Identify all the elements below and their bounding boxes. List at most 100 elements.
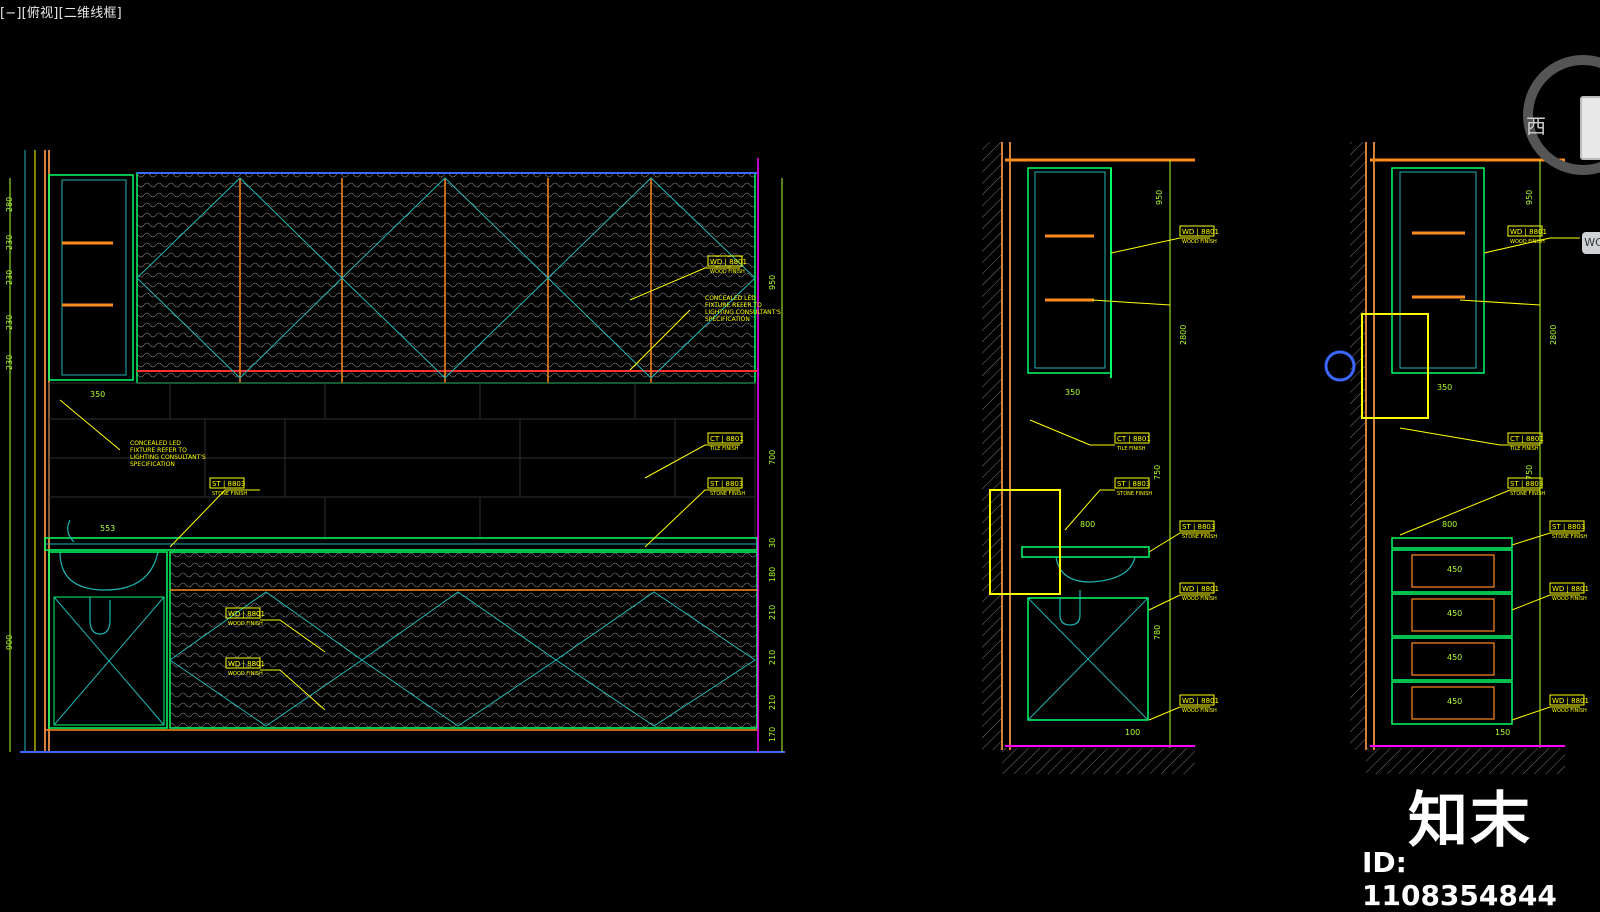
tag-box: [1179, 225, 1215, 237]
tag-code: WD | 8801: [1182, 228, 1219, 236]
tag-code: WD | 8801: [228, 610, 265, 618]
svg-text:780: 780: [1153, 625, 1162, 640]
tag-box: [1549, 520, 1585, 532]
svg-text:450: 450: [1447, 653, 1462, 662]
viewcube[interactable]: [1580, 96, 1600, 160]
tag-code: WD | 8801: [1552, 697, 1589, 705]
tag-box: [1179, 694, 1215, 706]
tag-note: STONE FINISH: [710, 491, 745, 497]
svg-text:350: 350: [90, 390, 105, 399]
watermark-brand: 知末: [1408, 786, 1532, 856]
tag-code: WD | 8801: [1552, 585, 1589, 593]
svg-text:800: 800: [1080, 520, 1095, 529]
tag-note: TILE FINISH: [1509, 446, 1539, 452]
svg-text:170: 170: [768, 727, 777, 742]
svg-text:350: 350: [1065, 388, 1080, 397]
svg-text:280: 280: [5, 197, 14, 212]
tag-note: WOOD FINISH: [1510, 239, 1545, 245]
tag-code: ST | 8803: [1510, 480, 1543, 488]
tag-note: WOOD FINISH: [1552, 708, 1587, 714]
svg-text:CONCEALED LED: CONCEALED LED: [705, 295, 756, 302]
tag-box: [707, 432, 743, 444]
svg-text:230: 230: [5, 355, 14, 370]
tag-code: ST | 8803: [1182, 523, 1215, 531]
tag-code: ST | 8803: [710, 480, 743, 488]
svg-text:FIXTURE REFER TO: FIXTURE REFER TO: [705, 302, 762, 309]
tag-note: WOOD FINISH: [228, 621, 263, 627]
tag-note: STONE FINISH: [1552, 534, 1587, 540]
svg-text:950: 950: [768, 275, 777, 290]
tag-box: [1114, 432, 1150, 444]
svg-text:210: 210: [768, 650, 777, 665]
viewcube-compass-ring[interactable]: [1518, 50, 1600, 180]
upper-doors: [239, 178, 652, 383]
svg-text:180: 180: [768, 567, 777, 582]
svg-text:230: 230: [5, 270, 14, 285]
svg-text:LIGHTING CONSULTANT'S: LIGHTING CONSULTANT'S: [705, 309, 781, 316]
svg-text:700: 700: [768, 450, 777, 465]
tag-box: [707, 477, 743, 489]
tag-note: WOOD FINISH: [1182, 708, 1217, 714]
svg-text:30: 30: [768, 538, 777, 548]
tag-note: WOOD FINISH: [1182, 239, 1217, 245]
tag-note: WOOD FINISH: [228, 671, 263, 677]
tag-note: WOOD FINISH: [1182, 596, 1217, 602]
upper-diagonals: [136, 177, 756, 379]
elevation-a: 950 700 30 180 210 210 210 170 280 230 2…: [5, 150, 785, 753]
tag-note: WOOD FINISH: [1552, 596, 1587, 602]
tag-box: [707, 255, 743, 267]
viewport-label[interactable]: [−][俯视][二维线框]: [0, 6, 122, 21]
tag-box: [225, 607, 261, 619]
svg-text:SPECIFICATION: SPECIFICATION: [705, 316, 750, 323]
tag-box: [1507, 432, 1543, 444]
svg-text:LIGHTING CONSULTANT'S: LIGHTING CONSULTANT'S: [130, 454, 206, 461]
svg-text:SPECIFICATION: SPECIFICATION: [130, 461, 175, 468]
svg-text:450: 450: [1447, 565, 1462, 574]
tag-code: CT | 8801: [1117, 435, 1151, 443]
svg-text:350: 350: [1437, 383, 1452, 392]
tag-note: WOOD FINISH: [710, 269, 745, 275]
tag-note: STONE FINISH: [212, 491, 247, 497]
tag-note: STONE FINISH: [1182, 534, 1217, 540]
tag-box: [1507, 477, 1543, 489]
svg-text:950: 950: [1155, 190, 1164, 205]
svg-text:950: 950: [1525, 190, 1534, 205]
svg-text:800: 800: [1442, 520, 1457, 529]
elevation-b: 950 2800 750 800 350 780 100 WD | 8801WO…: [982, 142, 1219, 774]
svg-text:210: 210: [768, 605, 777, 620]
tag-code: CT | 8801: [1510, 435, 1544, 443]
tag-code: WD | 8801: [710, 258, 747, 266]
svg-text:230: 230: [5, 235, 14, 250]
svg-text:450: 450: [1447, 697, 1462, 706]
tag-note: STONE FINISH: [1117, 491, 1152, 497]
viewcube-west-label[interactable]: 西: [1526, 114, 1546, 138]
tag-box: [1179, 582, 1215, 594]
svg-text:450: 450: [1447, 609, 1462, 618]
svg-text:750: 750: [1153, 465, 1162, 480]
tag-code: WD | 8801: [228, 660, 265, 668]
svg-text:750: 750: [1525, 465, 1534, 480]
tag-code: CT | 8801: [710, 435, 744, 443]
svg-text:210: 210: [768, 695, 777, 710]
tag-code: ST | 8803: [1552, 523, 1585, 531]
tag-note: TILE FINISH: [1116, 446, 1146, 452]
tag-box: [1549, 694, 1585, 706]
wcs-menu-button[interactable]: WCS: [1582, 232, 1600, 254]
tag-box: [1507, 225, 1543, 237]
svg-text:100: 100: [1125, 728, 1140, 737]
svg-text:230: 230: [5, 315, 14, 330]
tag-box: [1549, 582, 1585, 594]
tag-code: WD | 8801: [1182, 585, 1219, 593]
tag-box: [1114, 477, 1150, 489]
tag-box: [209, 477, 245, 489]
tag-code: ST | 8803: [1117, 480, 1150, 488]
svg-text:2800: 2800: [1549, 325, 1558, 345]
svg-text:553: 553: [100, 524, 115, 533]
svg-text:CONCEALED LED: CONCEALED LED: [130, 440, 181, 447]
tag-note: STONE FINISH: [1510, 491, 1545, 497]
tag-code: WD | 8801: [1182, 697, 1219, 705]
